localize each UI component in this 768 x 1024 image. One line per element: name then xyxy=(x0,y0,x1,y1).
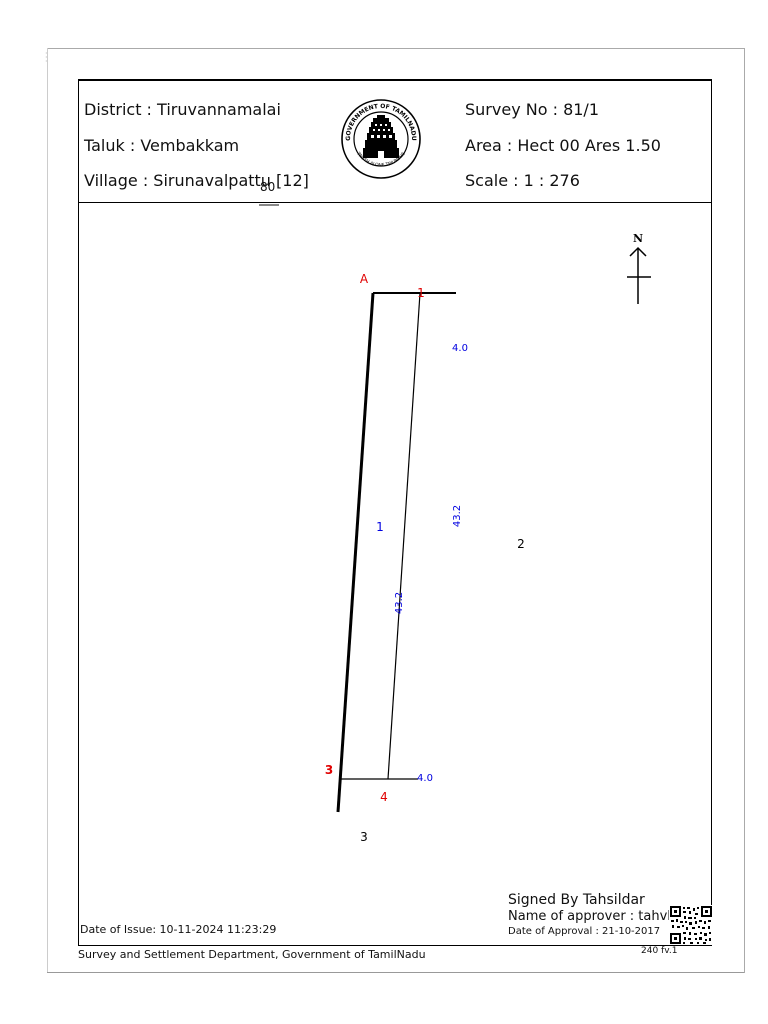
vertex-label-a: A xyxy=(360,272,369,286)
date-of-approval: Date of Approval : 21-10-2017 xyxy=(508,926,661,937)
vertex-label-1: 1 xyxy=(417,286,425,300)
measurement-bottom: 4.0 xyxy=(417,773,433,784)
map-frame xyxy=(78,79,712,946)
north-label: N xyxy=(633,232,643,245)
village-label: Village : Sirunavalpattu [12] xyxy=(84,171,309,190)
district-label: District : Tiruvannamalai xyxy=(84,100,281,119)
page-border xyxy=(47,48,745,973)
taluk-label: Taluk : Vembakkam xyxy=(84,136,240,155)
north-arrow-icon: N xyxy=(627,232,651,304)
vertex-label-3: 3 xyxy=(325,763,333,777)
department-name: Survey and Settlement Department, Govern… xyxy=(78,948,426,961)
version-label: 240 fv.1 xyxy=(641,946,678,956)
vertex-label-4: 4 xyxy=(380,790,388,804)
qr-code-icon xyxy=(669,905,713,945)
plot-label-3: 3 xyxy=(360,830,368,844)
page-border-left xyxy=(47,48,48,972)
page-border-bottom xyxy=(47,972,744,973)
measurement-inner: 43.2 xyxy=(394,592,405,614)
west-boundary-line xyxy=(336,292,375,813)
overlap-number: 80 xyxy=(260,180,276,194)
overlap-dash xyxy=(259,204,279,206)
drag-handle-icon[interactable]: ··· xyxy=(45,49,48,66)
signed-by: Signed By Tahsildar xyxy=(508,892,645,908)
date-of-issue: Date of Issue: 10-11-2024 11:23:29 xyxy=(80,923,277,936)
approver-name: Name of approver : tahvl xyxy=(508,909,671,924)
measurement-top: 4.0 xyxy=(452,343,468,354)
survey-no-label: Survey No : 81/1 xyxy=(465,100,599,119)
header-divider xyxy=(78,202,712,203)
plot-label-2: 2 xyxy=(517,537,525,551)
government-seal-icon: GOVERNMENT OF TAMILNADU TRUTH ALONE TRIU… xyxy=(341,99,421,179)
plot-label-1: 1 xyxy=(376,520,384,534)
east-boundary-line xyxy=(387,292,421,780)
measurement-right: 43.2 xyxy=(452,505,463,527)
scale-label: Scale : 1 : 276 xyxy=(465,171,580,190)
area-label: Area : Hect 00 Ares 1.50 xyxy=(465,136,661,155)
